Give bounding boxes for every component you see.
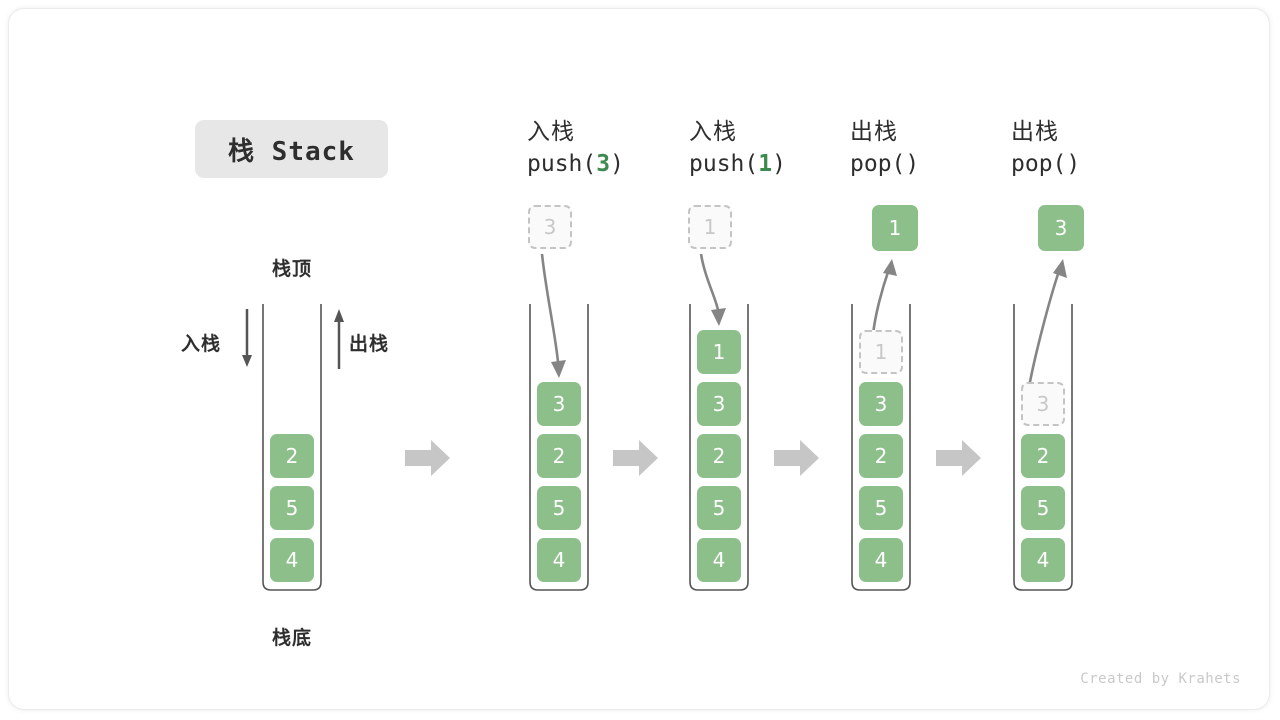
stack-cell: 4	[859, 538, 903, 582]
column-heading-pop-2: 出栈 pop()	[1011, 117, 1181, 181]
code-prefix: push(	[689, 151, 759, 177]
heading-code: pop()	[1011, 147, 1181, 181]
pop-direction-arrow	[331, 309, 347, 373]
push-motion-arrow	[537, 252, 587, 388]
heading-code: push(3)	[527, 147, 697, 181]
stack-cell-ghost: 1	[859, 330, 903, 374]
popped-cell: 3	[1038, 205, 1084, 251]
pop-side-label: 出栈	[349, 333, 390, 355]
stack-cell: 3	[859, 382, 903, 426]
stack-cell-ghost: 3	[1021, 382, 1065, 426]
heading-cn: 入栈	[527, 119, 575, 145]
stack-cells-pop-1: 1 3 2 5 4	[859, 330, 903, 582]
heading-code: push(1)	[689, 147, 859, 181]
stack-bottom-label: 栈底	[271, 627, 312, 649]
stack-container-pop-1	[850, 304, 912, 592]
title-badge: 栈 Stack	[195, 120, 388, 178]
column-heading-push-1: 入栈 push(1)	[689, 117, 859, 181]
stack-cell: 4	[697, 538, 741, 582]
stack-container-push-1	[688, 304, 750, 592]
column-heading-push-3: 入栈 push(3)	[527, 117, 697, 181]
code-suffix: )	[610, 151, 624, 177]
popped-cell: 1	[872, 205, 918, 251]
code-suffix: )	[1066, 151, 1081, 177]
code-suffix: )	[772, 151, 786, 177]
code-prefix: pop(	[850, 151, 906, 177]
stack-cell: 2	[1021, 434, 1065, 478]
pop-motion-arrow	[1019, 259, 1079, 395]
stack-cell: 3	[697, 382, 741, 426]
heading-code: pop()	[850, 147, 1020, 181]
push-motion-arrow	[697, 252, 747, 336]
stack-cell: 5	[537, 486, 581, 530]
code-arg: 3	[596, 151, 611, 177]
step-arrow-icon	[774, 437, 819, 477]
stack-cell: 2	[697, 434, 741, 478]
heading-cn: 入栈	[689, 119, 737, 145]
stack-cell: 5	[697, 486, 741, 530]
stack-cells-initial: 2 5 4	[270, 434, 314, 582]
stack-cells-pop-2: 3 2 5 4	[1021, 382, 1065, 582]
code-arg: 1	[758, 151, 773, 177]
code-prefix: pop(	[1011, 151, 1067, 177]
code-suffix: )	[905, 151, 920, 177]
stack-cells-push-3: 3 2 5 4	[537, 382, 581, 582]
credit-text: Created by Krahets	[1080, 671, 1241, 687]
page-title: 栈 Stack	[228, 136, 355, 167]
stack-container-pop-2	[1012, 304, 1074, 592]
stack-cells-push-1: 1 3 2 5 4	[697, 330, 741, 582]
stack-cell: 5	[859, 486, 903, 530]
stack-cell: 5	[270, 486, 314, 530]
stack-cell: 4	[1021, 538, 1065, 582]
diagram-canvas: 栈 Stack 栈顶 入栈 出栈 2 5 4 栈底 入栈 push(3	[8, 8, 1270, 710]
stack-cell: 4	[270, 538, 314, 582]
stack-top-label: 栈顶	[271, 258, 312, 280]
step-arrow-icon	[405, 437, 450, 477]
float-ghost-cell: 1	[688, 205, 732, 249]
step-arrow-icon	[936, 437, 981, 477]
stack-cell: 1	[697, 330, 741, 374]
pop-motion-arrow	[861, 259, 911, 343]
push-side-label: 入栈	[181, 333, 222, 355]
stack-cell: 4	[537, 538, 581, 582]
stack-cell: 2	[859, 434, 903, 478]
code-prefix: push(	[527, 151, 597, 177]
heading-cn: 出栈	[850, 119, 898, 145]
stack-cell: 2	[270, 434, 314, 478]
stack-cell: 2	[537, 434, 581, 478]
step-arrow-icon	[613, 437, 658, 477]
stack-cell: 5	[1021, 486, 1065, 530]
stack-container-push-3	[528, 304, 590, 592]
stack-container-initial	[261, 304, 323, 592]
column-heading-pop-1: 出栈 pop()	[850, 117, 1020, 181]
float-ghost-cell: 3	[528, 205, 572, 249]
stack-cell: 3	[537, 382, 581, 426]
push-direction-arrow	[239, 309, 255, 373]
heading-cn: 出栈	[1011, 119, 1059, 145]
